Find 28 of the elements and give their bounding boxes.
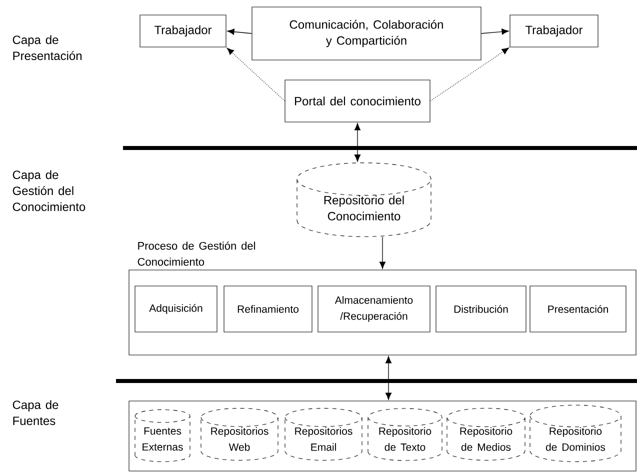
arrow	[227, 28, 252, 35]
layer-label: Capa de Fuentes	[12, 400, 58, 426]
arrow	[354, 123, 361, 162]
repository-cylinder: Repositorio de Texto	[368, 408, 442, 461]
repository-cylinder: Repositorio del Conocimiento	[296, 162, 432, 237]
arrow	[226, 48, 286, 102]
process-box: Distribución	[436, 286, 526, 332]
layer-label: Capa de Gestión del Conocimiento	[12, 170, 86, 212]
repository-cylinder: Fuentes Externas	[134, 409, 190, 462]
repository-cylinder: Repositorio de Dominios	[530, 404, 622, 462]
repository-cylinder: Repositorios Email	[284, 408, 362, 461]
process-box: Refinamiento	[224, 286, 312, 332]
process-box: Adquisición	[134, 286, 218, 332]
arrow	[385, 356, 392, 400]
process-box: Trabajador	[140, 14, 226, 48]
process-box: Almacenamiento /Recuperación	[318, 286, 430, 332]
process-box: Comunicación, Colaboración y Compartición	[252, 6, 482, 60]
node-label: Proceso de Gestión del Conocimiento	[138, 242, 256, 266]
arrow	[480, 28, 509, 35]
arrow	[430, 48, 510, 102]
layer-label: Capa de Presentación	[12, 35, 82, 60]
process-box: Presentación	[530, 286, 626, 332]
group-box	[128, 400, 636, 472]
repository-cylinder: Repositorio de Medios	[446, 408, 526, 460]
arrow	[379, 236, 386, 269]
repository-cylinder: Repositorios Web	[200, 408, 278, 461]
process-box: Trabajador	[510, 14, 598, 48]
process-box: Portal del conocimiento	[284, 80, 430, 122]
